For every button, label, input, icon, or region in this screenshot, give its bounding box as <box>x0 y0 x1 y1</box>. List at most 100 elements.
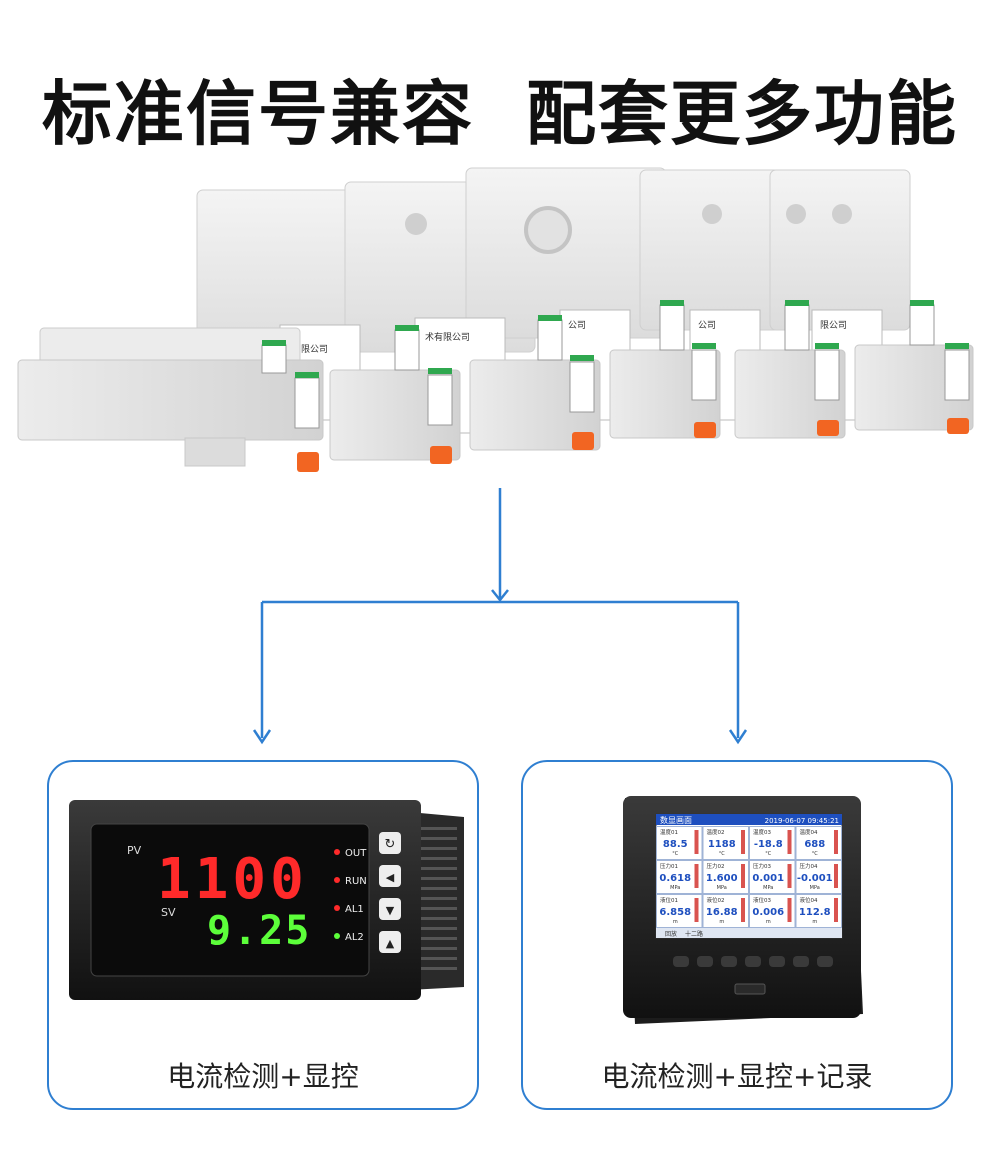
flow-arrows <box>252 488 748 745</box>
cell-name: 液位02 <box>707 896 725 904</box>
up-button[interactable] <box>379 931 401 953</box>
cell-unit: MPa <box>810 885 820 891</box>
arrow-down-icon <box>728 729 748 745</box>
clip-icon <box>430 446 452 464</box>
screen-cell <box>749 826 796 860</box>
screen-cells: 温度0188.5°C温度021188°C温度03-18.8°C温度04688°C… <box>656 826 842 928</box>
cell-value: 0.006 <box>752 907 784 918</box>
cell-bar <box>694 830 699 854</box>
down-button[interactable] <box>379 898 401 920</box>
key-button[interactable] <box>769 956 785 967</box>
company-label: 公司 <box>698 320 716 331</box>
cell-value: 6.858 <box>659 907 691 918</box>
pv-label: PV <box>127 844 142 857</box>
cell-unit: °C <box>812 851 819 857</box>
pv-value: 1100 <box>157 847 308 912</box>
cell-unit: °C <box>672 851 679 857</box>
svg-text:↻: ↻ <box>385 837 396 852</box>
company-label: 限公司 <box>820 320 847 331</box>
cycle-button[interactable] <box>379 832 401 854</box>
screen-cell <box>795 894 842 928</box>
din-housing-2 <box>329 325 461 464</box>
cable-hole-icon <box>832 204 852 224</box>
paperless-recorder: 数显画面 2019-06-07 09:45:21 温度0188.5°C温度021… <box>623 796 863 1024</box>
left-card-label: 电流检测+显控 <box>167 1060 359 1093</box>
cell-name: 液位01 <box>660 896 678 904</box>
out-led-icon <box>334 849 340 855</box>
din-housing-5 <box>734 300 846 439</box>
cell-value: 688 <box>804 839 825 850</box>
clip-icon <box>694 422 716 438</box>
clip-icon <box>297 452 319 472</box>
arrow-down-icon <box>252 729 272 745</box>
cell-value: 1188 <box>708 839 736 850</box>
cell-value: 0.618 <box>659 873 691 884</box>
cell-bar <box>741 830 745 854</box>
cell-bar <box>741 898 745 922</box>
cell-bar <box>694 898 699 922</box>
screen-cell <box>656 826 703 860</box>
indicator-al1: AL1 <box>345 904 364 915</box>
indicator-run: RUN <box>345 876 367 887</box>
cell-bar <box>834 830 838 854</box>
key-button[interactable] <box>745 956 761 967</box>
cell-name: 液位04 <box>800 896 818 904</box>
key-button[interactable] <box>793 956 809 967</box>
key-button[interactable] <box>721 956 737 967</box>
right-card-label: 电流检测+显控+记录 <box>601 1060 873 1093</box>
al2-led-icon <box>334 933 340 939</box>
screen-cell <box>749 860 796 894</box>
screen-cell <box>702 894 749 928</box>
cable-hole-icon <box>786 204 806 224</box>
cell-name: 温度02 <box>707 828 725 836</box>
cell-value: 0.001 <box>752 873 784 884</box>
screen-cell <box>656 860 703 894</box>
controller-buttons: ↻ ◀ ▼ ▲ <box>379 832 401 953</box>
din-housing-6 <box>854 300 974 434</box>
cell-name: 压力04 <box>800 862 818 870</box>
key-button[interactable] <box>673 956 689 967</box>
indicator-out: OUT <box>345 848 367 859</box>
cell-unit: MPa <box>670 885 680 891</box>
screen-cell <box>702 860 749 894</box>
left-product-card: ↻ ◀ ▼ ▲ PV SV 1100 9.25 OUT RUN AL1 AL2 … <box>47 760 479 1110</box>
cell-name: 压力01 <box>660 862 678 870</box>
screen-cell <box>702 826 749 860</box>
digital-controller: ↻ ◀ ▼ ▲ PV SV 1100 9.25 OUT RUN AL1 AL2 <box>69 800 464 1000</box>
cell-unit: °C <box>765 851 772 857</box>
cell-name: 压力02 <box>707 862 725 870</box>
sv-label: SV <box>161 906 176 919</box>
cell-bar <box>834 864 838 888</box>
screen-title: 数显画面 <box>660 815 692 825</box>
cell-value: -0.001 <box>797 873 833 884</box>
company-label: 公司 <box>568 320 586 331</box>
svg-text:▲: ▲ <box>386 937 395 950</box>
footer-tab[interactable]: 回放 <box>665 930 677 938</box>
cell-unit: MPa <box>717 885 727 891</box>
cell-value: 88.5 <box>663 839 688 850</box>
svg-text:▼: ▼ <box>386 904 395 917</box>
key-button[interactable] <box>697 956 713 967</box>
cell-unit: m <box>812 919 817 925</box>
cable-hole-icon <box>405 213 427 235</box>
left-button[interactable] <box>379 865 401 887</box>
screen-cell <box>795 826 842 860</box>
cell-unit: MPa <box>763 885 773 891</box>
cell-name: 液位03 <box>753 896 771 904</box>
cell-name: 压力03 <box>753 862 771 870</box>
key-button[interactable] <box>817 956 833 967</box>
cell-name: 温度04 <box>800 828 818 836</box>
clip-icon <box>572 432 594 450</box>
headline: 标准信号兼容配套更多功能 <box>0 58 1000 159</box>
usb-port-icon <box>734 983 766 995</box>
cell-value: -18.8 <box>754 839 783 850</box>
arrow-down-icon <box>491 589 509 603</box>
cell-unit: m <box>766 919 771 925</box>
screen-time: 2019-06-07 09:45:21 <box>765 817 839 825</box>
cell-bar <box>787 898 792 922</box>
headline-left: 标准信号兼容 <box>42 73 474 155</box>
footer-tab[interactable]: 十二路 <box>685 930 703 938</box>
cell-name: 温度01 <box>660 828 678 836</box>
